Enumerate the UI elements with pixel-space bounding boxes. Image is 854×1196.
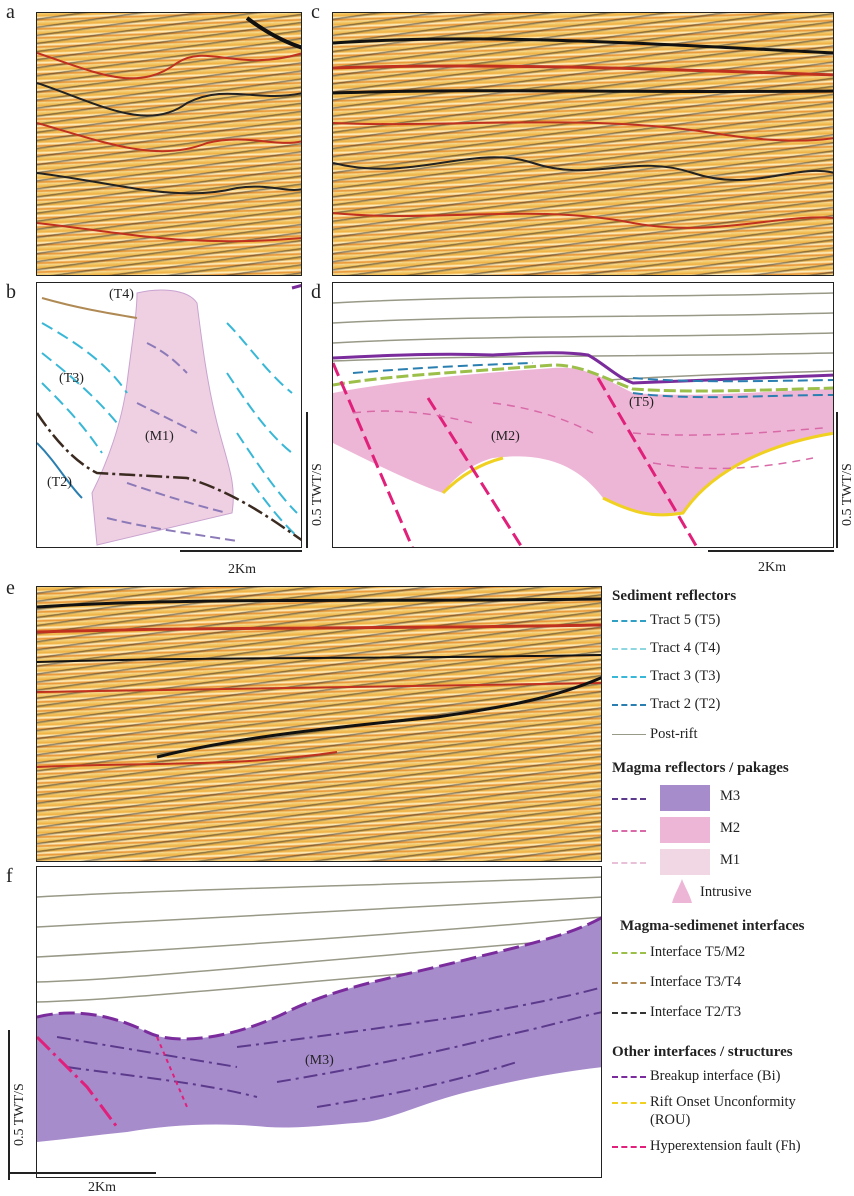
legend-line-t4 xyxy=(612,648,646,650)
panel-label-d: d xyxy=(311,281,321,303)
legend-line-breakup xyxy=(612,1076,646,1078)
time-scale-bar-f xyxy=(8,1030,10,1180)
time-scale-bar-b xyxy=(306,412,308,548)
legend-label-t5: Tract 5 (T5) xyxy=(650,612,721,628)
time-scale-label-d: 0.5 TWT/S xyxy=(840,463,854,526)
legend-label-t2-t3: Interface T2/T3 xyxy=(650,1004,742,1020)
interpretation-panel-b: (T4) (T3) (M1) (T2) xyxy=(36,282,302,548)
legend-label-t2: Tract 2 (T2) xyxy=(650,696,721,712)
legend-label-post-rift: Post-rift xyxy=(650,726,698,742)
legend-label-breakup: Breakup interface (Bi) xyxy=(650,1068,781,1084)
legend-label-intrusive: Intrusive xyxy=(700,884,752,900)
seismic-reflectors-a xyxy=(37,16,301,243)
legend-label-rou: Rift Onset Unconformity xyxy=(650,1094,796,1110)
legend-label-t3: Tract 3 (T3) xyxy=(650,668,721,684)
legend-heading-interfaces: Magma-sedimenet interfaces xyxy=(620,918,805,934)
legend-line-m3 xyxy=(612,798,646,800)
distance-scale-label-b: 2Km xyxy=(228,562,256,577)
seismic-panel-c xyxy=(332,12,834,276)
interpretation-panel-d: (T5) (M2) xyxy=(332,282,834,548)
legend-line-t2-t3 xyxy=(612,1012,646,1014)
legend-line-rou xyxy=(612,1102,646,1104)
distance-scale-bar-f xyxy=(10,1172,156,1174)
legend-line-t3 xyxy=(612,676,646,678)
seismic-reflectors-e xyxy=(37,597,601,768)
seismic-panel-a xyxy=(36,12,302,276)
legend-label-t3-t4: Interface T3/T4 xyxy=(650,974,742,990)
panel-label-b: b xyxy=(6,281,16,303)
time-scale-label-f: 0.5 TWT/S xyxy=(12,1083,27,1146)
legend-swatch-m3 xyxy=(660,785,710,811)
time-scale-bar-d xyxy=(836,412,838,548)
annotation-m3: (M3) xyxy=(305,1053,334,1068)
panel-label-c: c xyxy=(311,1,320,23)
legend-label-t5-m2: Interface T5/M2 xyxy=(650,944,746,960)
annotation-t2: (T2) xyxy=(47,475,72,490)
annotation-t4: (T4) xyxy=(109,287,134,302)
legend-line-t5-m2 xyxy=(612,952,646,954)
seismic-reflectors-c xyxy=(333,37,833,229)
interpretation-drawing-f xyxy=(37,876,601,1142)
time-scale-label-b: 0.5 TWT/S xyxy=(310,463,325,526)
panel-label-e: e xyxy=(6,577,15,599)
annotation-t5: (T5) xyxy=(629,395,654,410)
seismic-panel-e xyxy=(36,586,602,862)
intrusive-icon xyxy=(672,879,692,903)
legend-label-t4: Tract 4 (T4) xyxy=(650,640,721,656)
panel-label-f: f xyxy=(6,865,13,887)
legend-line-t2 xyxy=(612,704,646,706)
legend-swatch-m1 xyxy=(660,849,710,875)
legend-label-rou-abbrev: (ROU) xyxy=(650,1112,691,1128)
interpretation-drawing-d xyxy=(333,292,833,547)
legend-line-m2 xyxy=(612,830,646,832)
legend-label-m2: M2 xyxy=(720,820,741,836)
legend-line-t3-t4 xyxy=(612,982,646,984)
legend-heading-sediment: Sediment reflectors xyxy=(612,588,737,604)
distance-scale-label-d: 2Km xyxy=(758,560,786,575)
legend-label-m1: M1 xyxy=(720,852,741,868)
distance-scale-bar-d xyxy=(708,550,834,552)
distance-scale-label-f: 2Km xyxy=(88,1180,116,1195)
legend-swatch-m2 xyxy=(660,817,710,843)
legend-heading-magma: Magma reflectors / pakages xyxy=(612,760,789,776)
annotation-m2: (M2) xyxy=(491,429,520,444)
interpretation-panel-f: (M3) xyxy=(36,866,602,1178)
legend-label-fault: Hyperextension fault (Fh) xyxy=(650,1138,801,1154)
legend-line-m1 xyxy=(612,862,646,864)
legend-line-t5 xyxy=(612,620,646,622)
annotation-t3: (T3) xyxy=(59,371,84,386)
panel-label-a: a xyxy=(6,1,15,23)
legend-line-fault xyxy=(612,1146,646,1148)
distance-scale-bar-b xyxy=(180,550,302,552)
legend-line-post-rift xyxy=(612,734,646,735)
legend-label-m3: M3 xyxy=(720,788,741,804)
interpretation-drawing-b xyxy=(37,283,301,546)
annotation-m1: (M1) xyxy=(145,429,174,444)
legend-heading-other: Other interfaces / structures xyxy=(612,1044,793,1060)
